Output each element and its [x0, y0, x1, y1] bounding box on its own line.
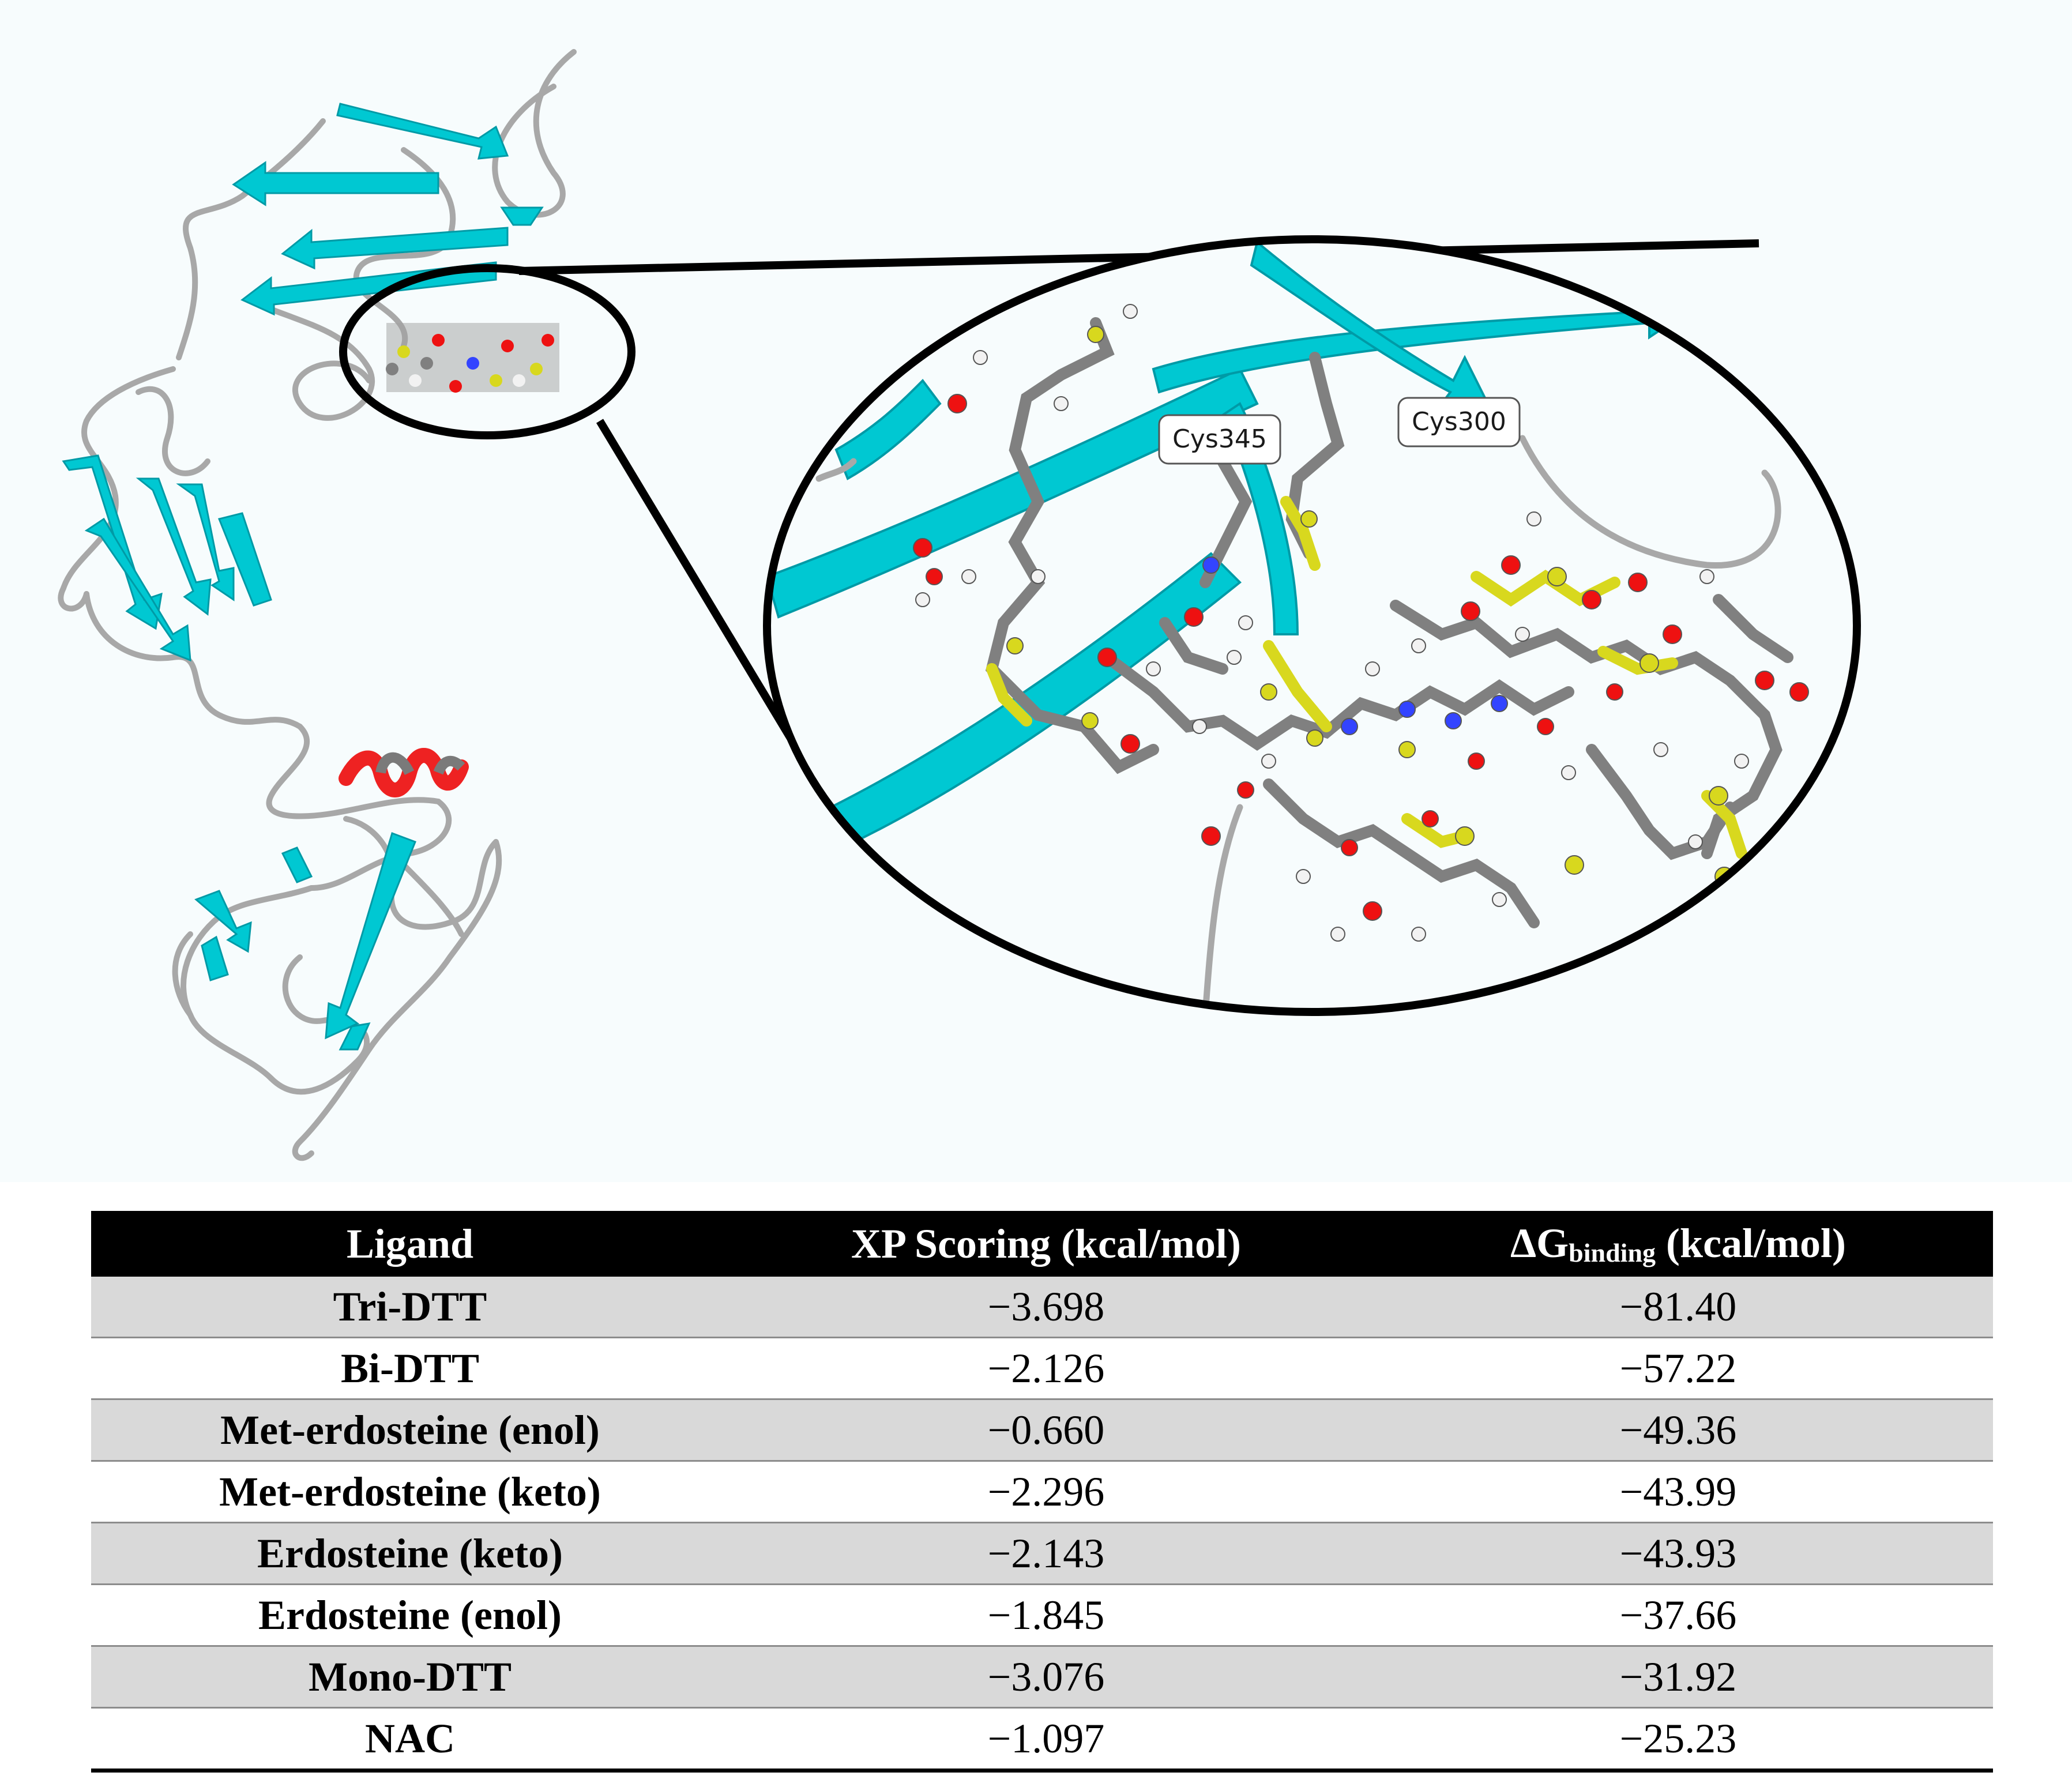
- xp-cell: −2.143: [729, 1522, 1363, 1585]
- header-row: Ligand XP Scoring (kcal/mol) ΔGbinding (…: [91, 1211, 1993, 1277]
- table-header: Ligand XP Scoring (kcal/mol) ΔGbinding (…: [91, 1211, 1993, 1277]
- residue-label-cys300: Cys300: [1397, 397, 1521, 447]
- header-delta-g-binding: ΔGbinding (kcal/mol): [1363, 1211, 1993, 1277]
- ligand-cell: Met-erdosteine (enol): [91, 1398, 729, 1461]
- table-row: Met-erdosteine (keto) −2.296 −43.99: [91, 1460, 1993, 1523]
- table-row: Erdosteine (keto) −2.143 −43.93: [91, 1522, 1993, 1585]
- dg-cell: −25.23: [1363, 1707, 1993, 1773]
- table-row: Met-erdosteine (enol) −0.660 −49.36: [91, 1398, 1993, 1461]
- protein-coil: [58, 49, 577, 1161]
- residue-label-text-cys300: Cys300: [1412, 407, 1506, 437]
- header-xp-scoring: XP Scoring (kcal/mol): [729, 1211, 1363, 1277]
- ligand-cell: Tri-DTT: [91, 1277, 729, 1338]
- ligand-cell: Mono-DTT: [91, 1645, 729, 1708]
- dg-cell: −43.93: [1363, 1522, 1993, 1585]
- xp-cell: −1.097: [729, 1707, 1363, 1773]
- xp-cell: −0.660: [729, 1398, 1363, 1461]
- zoom-view: [767, 239, 1857, 1012]
- header-delta-g-prefix: ΔG: [1510, 1220, 1569, 1266]
- xp-cell: −3.698: [729, 1277, 1363, 1338]
- binding-energy-table-container: Ligand XP Scoring (kcal/mol) ΔGbinding (…: [91, 1211, 1993, 1773]
- protein-ligand-figure: Cys345 Cys300: [58, 49, 1861, 1161]
- ligand-cell: Met-erdosteine (keto): [91, 1460, 729, 1523]
- header-delta-g-sub: binding: [1569, 1238, 1656, 1267]
- xp-cell: −1.845: [729, 1583, 1363, 1646]
- zoom-atoms: [913, 304, 1821, 942]
- protein-helix: [339, 748, 469, 797]
- dg-cell: −43.99: [1363, 1460, 1993, 1523]
- table-row: NAC −1.097 −25.23: [91, 1707, 1993, 1773]
- table-row: Tri-DTT −3.698 −81.40: [91, 1277, 1993, 1338]
- table-row: Mono-DTT −3.076 −31.92: [91, 1645, 1993, 1708]
- figure-canvas: Cys345 Cys300: [58, 49, 1861, 1161]
- highlight-ellipse-small: [339, 264, 635, 439]
- residue-label-cys345: Cys345: [1158, 414, 1281, 465]
- header-delta-g-suffix: (kcal/mol): [1656, 1220, 1846, 1266]
- dg-cell: −81.40: [1363, 1277, 1993, 1338]
- protein-overview: [58, 49, 577, 1161]
- dg-cell: −57.22: [1363, 1337, 1993, 1399]
- ligand-cell: Bi-DTT: [91, 1337, 729, 1399]
- table-body: Tri-DTT −3.698 −81.40 Bi-DTT −2.126 −57.…: [91, 1277, 1993, 1773]
- xp-cell: −3.076: [729, 1645, 1363, 1708]
- ligand-cluster-small: [386, 323, 559, 393]
- xp-cell: −2.126: [729, 1337, 1363, 1399]
- dg-cell: −49.36: [1363, 1398, 1993, 1461]
- xp-cell: −2.296: [729, 1460, 1363, 1523]
- ligand-cell: Erdosteine (enol): [91, 1583, 729, 1646]
- ligand-cell: NAC: [91, 1707, 729, 1773]
- table-row: Erdosteine (enol) −1.845 −37.66: [91, 1583, 1993, 1646]
- dg-cell: −37.66: [1363, 1583, 1993, 1646]
- table-row: Bi-DTT −2.126 −57.22: [91, 1337, 1993, 1399]
- ligand-cell: Erdosteine (keto): [91, 1522, 729, 1585]
- header-ligand: Ligand: [91, 1211, 729, 1277]
- dg-cell: −31.92: [1363, 1645, 1993, 1708]
- binding-energy-table: Ligand XP Scoring (kcal/mol) ΔGbinding (…: [91, 1211, 1993, 1773]
- zoom-ellipse: [763, 235, 1861, 1016]
- residue-label-text-cys345: Cys345: [1172, 424, 1267, 454]
